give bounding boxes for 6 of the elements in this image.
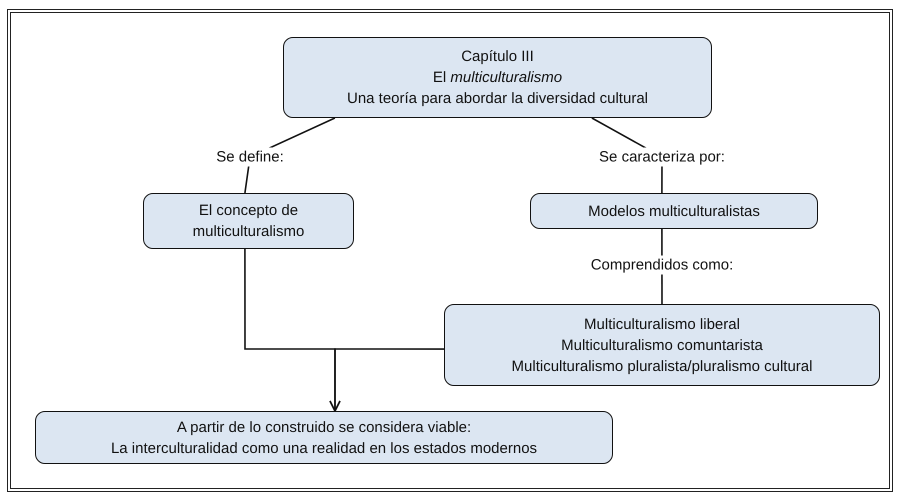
concept-box: A partir de lo construido se considera viable: La interculturalidad como una realidad en los estados modernos xyxy=(35,411,613,464)
arrow xyxy=(329,348,444,412)
concept-box: Modelos multiculturalistas xyxy=(530,193,818,229)
concept-box: Capítulo III El multiculturalismo Una teoría para abordar la diversidad cultural xyxy=(283,37,712,118)
concept-box: El concepto de multiculturalismo xyxy=(143,193,354,249)
concept-box: Multiculturalismo liberal Multiculturalismo comuntarista Multiculturalismo pluralista/pluralismo cultural xyxy=(444,304,880,386)
